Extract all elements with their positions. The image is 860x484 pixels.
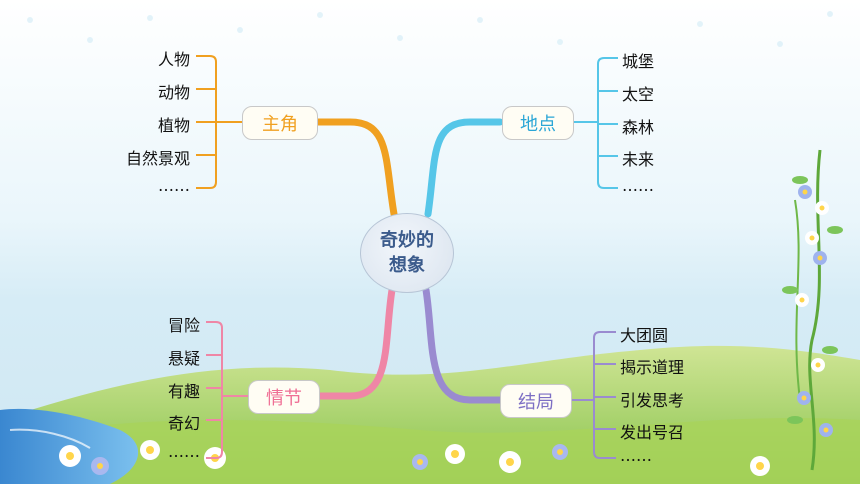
node-ending: 结局	[500, 384, 572, 418]
ending-item: 大团圆	[620, 326, 669, 345]
node-plot: 情节	[248, 380, 320, 414]
node-characters-label: 主角	[262, 114, 298, 135]
ending-item: 揭示道理	[620, 358, 685, 377]
places-item: ……	[622, 176, 654, 195]
plot-item: 悬疑	[167, 349, 200, 368]
node-plot-label: 情节	[266, 388, 302, 409]
ending-item: ……	[620, 446, 652, 465]
branch-line-characters	[314, 118, 398, 218]
branch-line-places	[424, 118, 504, 218]
central-topic: 奇妙的 想象	[360, 213, 454, 293]
branch-line-ending	[422, 286, 504, 404]
characters-item: 自然景观	[125, 149, 190, 168]
plot-item: ……	[168, 442, 200, 461]
node-places: 地点	[502, 106, 574, 140]
places-item: 未来	[622, 150, 655, 169]
plot-item: 冒险	[167, 316, 200, 335]
node-ending-label: 结局	[518, 392, 554, 413]
places-item: 森林	[622, 118, 655, 137]
plot-item: 有趣	[167, 382, 200, 401]
node-places-label: 地点	[520, 114, 556, 135]
plot-item: 奇幻	[167, 414, 200, 433]
places-item: 城堡	[622, 52, 655, 71]
ending-item: 引发思考	[620, 391, 685, 410]
ending-item: 发出号召	[620, 423, 685, 442]
characters-item: 人物	[157, 50, 190, 69]
characters-item: ……	[158, 176, 190, 195]
central-topic-line2: 想象	[389, 255, 425, 276]
node-characters: 主角	[242, 106, 318, 140]
central-topic-line1: 奇妙的	[380, 230, 434, 251]
places-item: 太空	[622, 85, 655, 104]
branch-line-plot	[314, 286, 396, 400]
characters-item: 植物	[157, 116, 190, 135]
characters-item: 动物	[157, 83, 190, 102]
